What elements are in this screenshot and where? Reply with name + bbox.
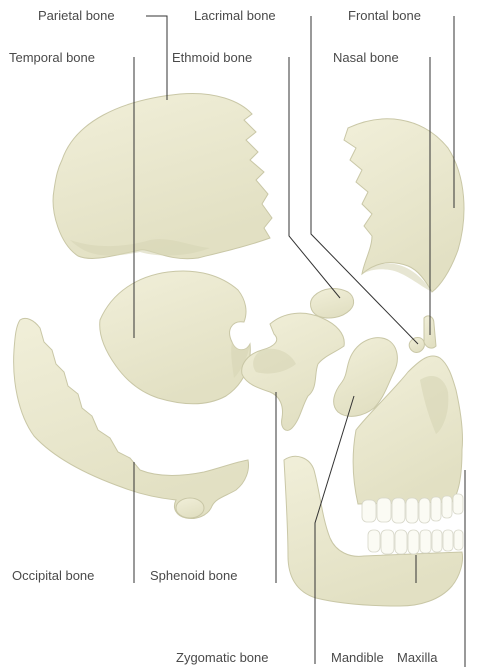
frontal-bone-shape (344, 119, 464, 292)
label-lacrimal-bone: Lacrimal bone (194, 8, 276, 23)
parietal-leader (146, 16, 167, 100)
lacrimal-bone-shape (409, 338, 424, 353)
temporal-bone-shape (100, 271, 251, 404)
label-zygomatic-bone: Zygomatic bone (176, 650, 269, 665)
label-occipital-bone: Occipital bone (12, 568, 94, 583)
label-ethmoid-bone: Ethmoid bone (172, 50, 252, 65)
label-mandible: Mandible (331, 650, 384, 665)
label-temporal-bone: Temporal bone (9, 50, 95, 65)
parietal-bone-shape (53, 93, 272, 258)
ethmoid-leader (289, 57, 340, 298)
lower-teeth (368, 530, 463, 554)
label-nasal-bone: Nasal bone (333, 50, 399, 65)
label-parietal-bone: Parietal bone (38, 8, 115, 23)
occipital-condyle-shape (176, 498, 204, 518)
label-maxilla: Maxilla (397, 650, 438, 665)
ethmoid-bone-shape (311, 289, 354, 318)
label-sphenoid-bone: Sphenoid bone (150, 568, 237, 583)
label-frontal-bone: Frontal bone (348, 8, 421, 23)
